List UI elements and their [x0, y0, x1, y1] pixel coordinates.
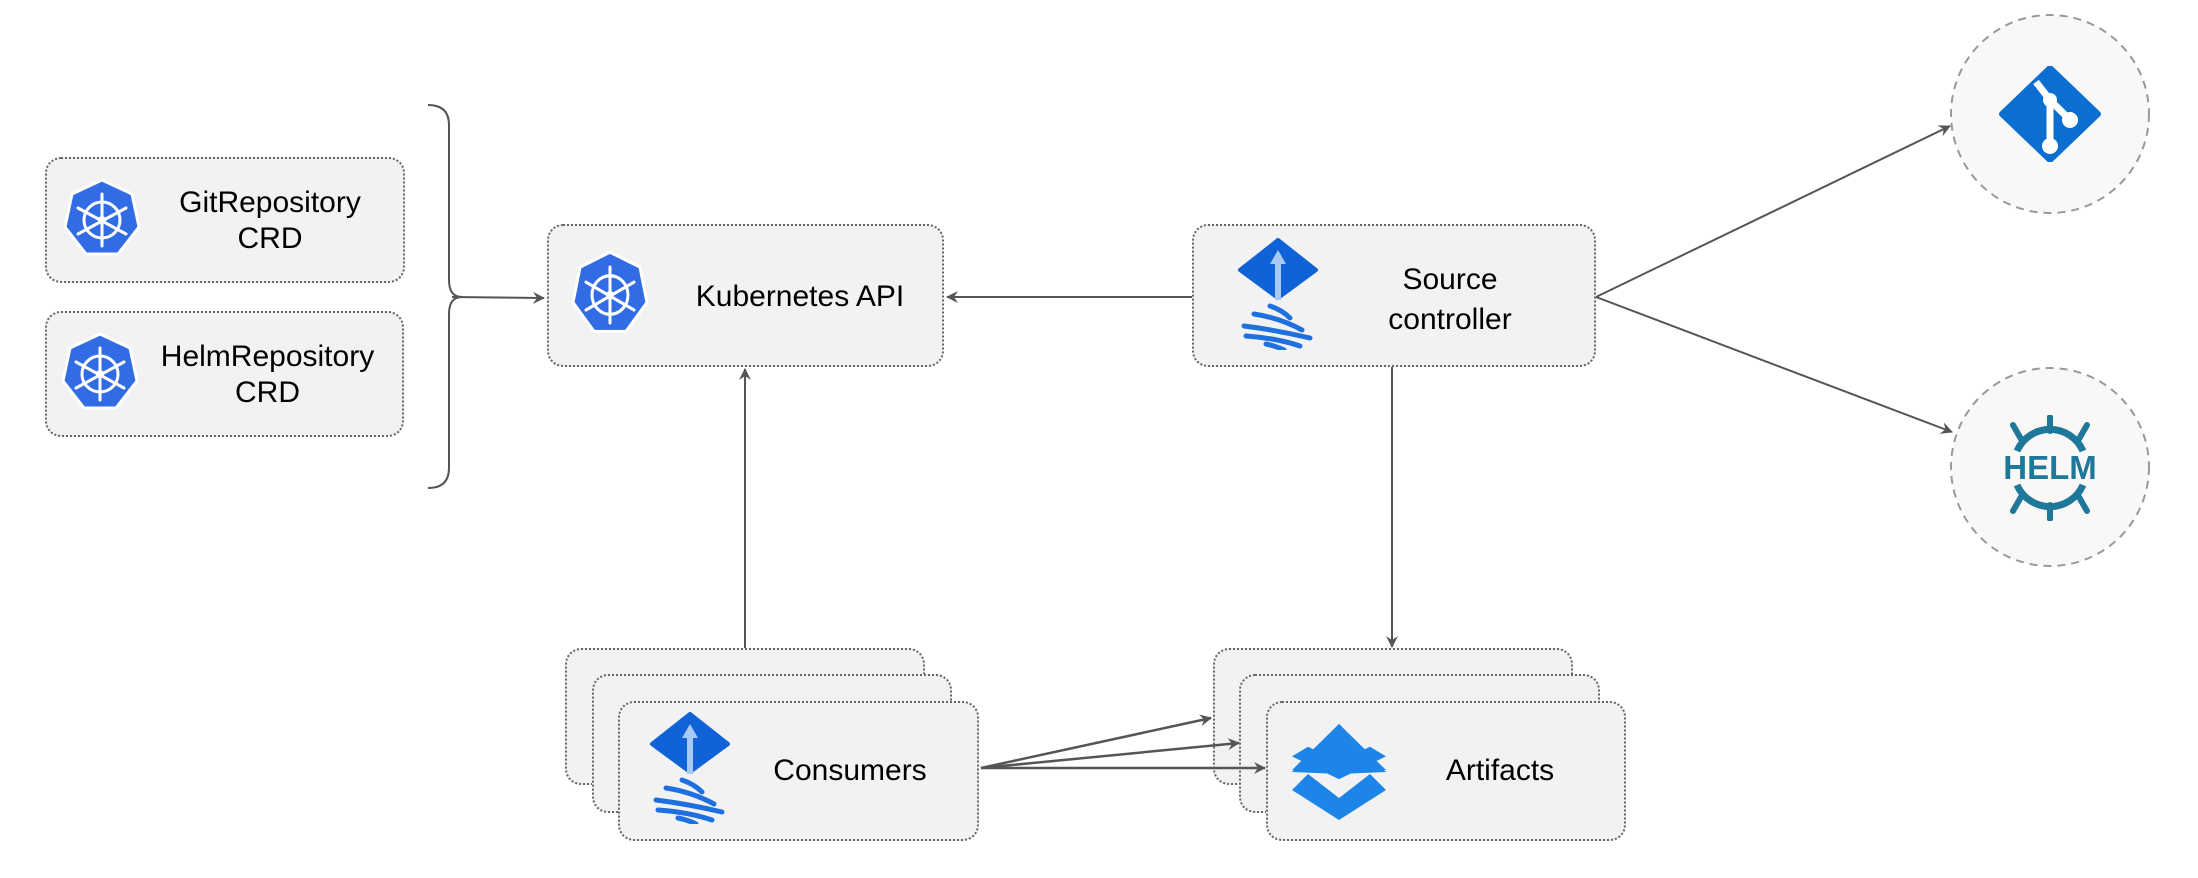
helm-logo-text: HELM: [2003, 449, 2097, 486]
flux-icon: [1236, 238, 1320, 350]
kubernetes-icon: [62, 332, 138, 410]
helm-crd-label-line2: CRD: [235, 376, 300, 409]
source-controller-label: Source controller: [1330, 260, 1570, 340]
layers-icon: [1292, 724, 1386, 820]
kubernetes-icon: [64, 178, 140, 256]
kubernetes-icon: [572, 250, 648, 334]
helm-repo-node[interactable]: [1950, 367, 2150, 567]
flux-icon: [648, 712, 732, 824]
git-crd-label-line1: GitRepository: [179, 186, 361, 219]
edge-source-to-git: [1595, 125, 1951, 298]
kubernetes-api-node[interactable]: [547, 224, 944, 367]
artifacts-label: Artifacts: [1445, 754, 1555, 787]
source-controller-label-line1: Source: [1402, 263, 1498, 296]
source-controller-node[interactable]: [1192, 224, 1596, 367]
git-crd-label-line2: CRD: [237, 222, 303, 255]
helm-crd-label-line1: HelmRepository: [160, 340, 375, 373]
git-icon: [1999, 66, 2101, 162]
consumers-label: Consumers: [773, 754, 927, 787]
kubernetes-api-label: Kubernetes API: [695, 280, 905, 313]
edge-source-to-helm: [1595, 296, 1953, 434]
source-controller-label-line2: controller: [1388, 303, 1512, 336]
edge-crds-to-api: [451, 291, 545, 304]
helm-icon: HELM: [2003, 415, 2097, 521]
git-repository-crd-node[interactable]: [45, 157, 405, 283]
